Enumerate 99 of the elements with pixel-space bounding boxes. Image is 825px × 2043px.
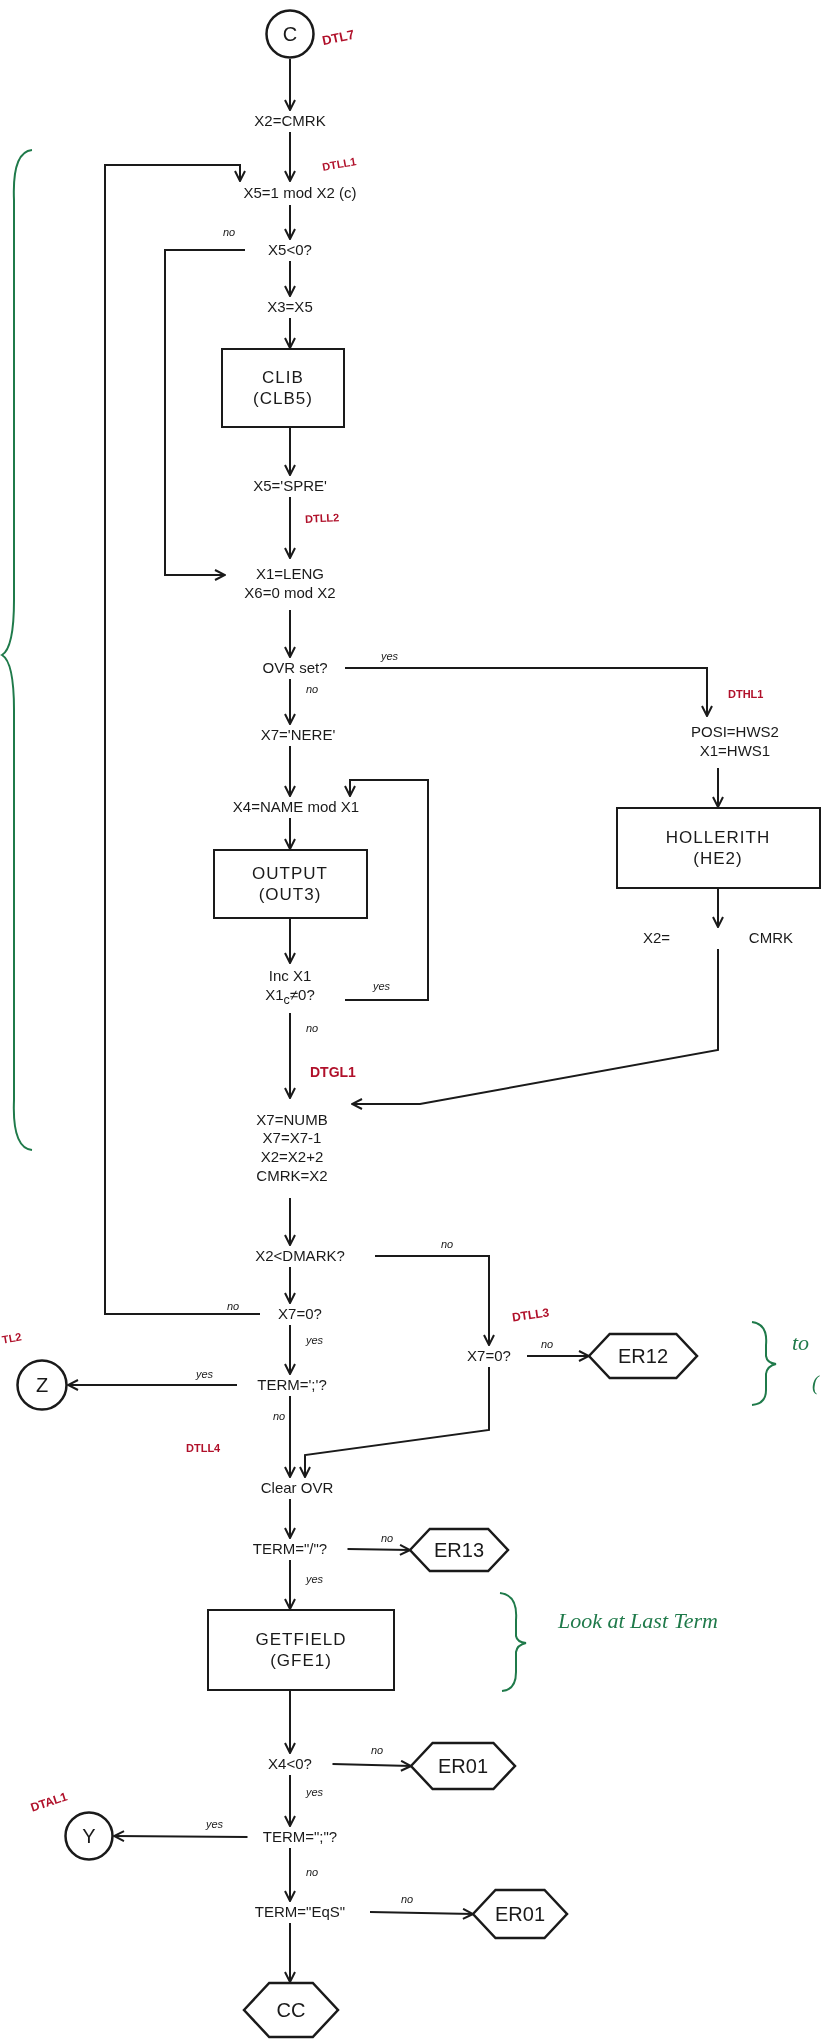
step-text: CMRK=X2 (256, 1166, 328, 1186)
step-text: POSI=HWS2 (691, 723, 779, 742)
arrow (284, 496, 296, 559)
junction-tag: DTL7 (320, 26, 356, 49)
arrow (284, 817, 296, 850)
arrow (712, 888, 724, 928)
arrow (331, 1759, 412, 1772)
junction-tag: DTLL1 (321, 155, 357, 173)
step-text: X2=CMRK (254, 111, 326, 131)
connector-letter: Z (35, 1372, 49, 1398)
process-label: (OUT3) (258, 884, 322, 906)
arrow (344, 779, 429, 1001)
step-text: X1$_{c}$≠0? (265, 986, 315, 1009)
arrow (284, 1395, 296, 1478)
arrow (712, 767, 724, 808)
arrow (351, 948, 719, 1110)
junction-tag: DTLL2 (304, 511, 340, 525)
arrow (284, 1774, 296, 1827)
arrow (164, 249, 246, 581)
arrow (284, 427, 296, 476)
arrow (284, 317, 296, 349)
arrow (284, 1498, 296, 1539)
step-text: X3=X5 (267, 297, 313, 317)
step-text: X2= (643, 928, 671, 948)
step-text: X7=NUMB (256, 1110, 328, 1130)
step-text: TERM="EqS" (254, 1902, 346, 1922)
step-text: X2<DMARK? (255, 1246, 345, 1266)
arrow (526, 1350, 590, 1362)
step-text: TERM=';'? (257, 1375, 327, 1395)
process-label: OUTPUT (252, 862, 328, 884)
terminator-label: ER13 (434, 1537, 484, 1563)
step-text: X4=NAME mod X1 (232, 797, 360, 817)
step-text: X1=LENG (256, 565, 324, 584)
arrow (284, 1690, 296, 1754)
step-text: X7=0? (467, 1346, 511, 1366)
junction-tag: DTLL3 (511, 1305, 551, 1325)
arrow (284, 1847, 296, 1902)
arrow (284, 745, 296, 797)
step-text: TERM="/"? (252, 1539, 328, 1559)
process-label: (HE2) (693, 848, 743, 870)
terminator-label: CC (276, 1997, 306, 2023)
process-label: CLIB (262, 366, 304, 388)
arrow (113, 1830, 249, 1843)
arrow (369, 1907, 474, 1920)
arrow (284, 1197, 296, 1246)
arrow (284, 131, 296, 182)
handwritten-note: Look at Last Term (558, 1608, 718, 1634)
arrow (344, 667, 713, 717)
arrow (284, 260, 296, 297)
junction-tag: DTGL1 (310, 1064, 356, 1080)
junction-tag: DTAL1 (28, 1789, 69, 1815)
process-box (615, 807, 821, 889)
arrow (104, 164, 261, 1315)
step-text: OVR set? (262, 658, 328, 678)
handwritten-note: ( (812, 1372, 819, 1395)
terminator-label: ER01 (495, 1901, 545, 1927)
arrow (284, 1559, 296, 1610)
process-box (207, 1609, 395, 1691)
process-label: GETFIELD (255, 1628, 347, 1650)
process-box (221, 348, 345, 428)
junction-tag: TL2 (1, 1330, 23, 1346)
process-box (212, 849, 368, 919)
arrow (284, 1324, 296, 1375)
step-text: X1=HWS1 (699, 742, 771, 761)
step-text: X2=X2+2 (260, 1148, 324, 1167)
arrow (284, 678, 296, 725)
step-text: X7=0? (278, 1304, 322, 1324)
arrow (67, 1379, 238, 1391)
junction-tag: DTLL4 (186, 1442, 221, 1454)
step-text: X4<0? (268, 1754, 312, 1774)
process-label: HOLLERITH (665, 826, 771, 848)
arrow (284, 204, 296, 240)
terminator-label: ER01 (438, 1753, 488, 1779)
arrow (284, 1012, 296, 1099)
arrow (284, 1922, 296, 1983)
handwritten-note: to (792, 1330, 810, 1356)
process-label: (CLB5) (253, 388, 313, 410)
step-text: X6=0 mod X2 (244, 584, 336, 603)
arrow (346, 1543, 411, 1556)
connector-letter: C (282, 21, 298, 47)
step-text: CMRK (748, 928, 793, 948)
junction-tag: DTHL1 (728, 688, 764, 700)
arrow (284, 58, 296, 111)
arrow (284, 609, 296, 658)
step-text: Clear OVR (260, 1478, 334, 1498)
process-label: (GFE1) (270, 1650, 332, 1672)
step-text: X5=1 mod X2 (c) (243, 183, 357, 203)
arrow (284, 1266, 296, 1304)
step-text: X5='SPRE' (253, 476, 327, 496)
step-text: TERM=";"? (262, 1827, 338, 1847)
step-text: X7='NERE' (260, 725, 336, 745)
connector-letter: Y (82, 1823, 96, 1849)
step-text: X5<0? (268, 240, 312, 260)
arrow (284, 918, 296, 964)
step-text: Inc X1 (268, 967, 312, 987)
step-text: X7=X7-1 (262, 1129, 322, 1148)
terminator-label: ER12 (618, 1343, 668, 1369)
arrow (299, 1366, 490, 1478)
arrow (374, 1255, 495, 1346)
